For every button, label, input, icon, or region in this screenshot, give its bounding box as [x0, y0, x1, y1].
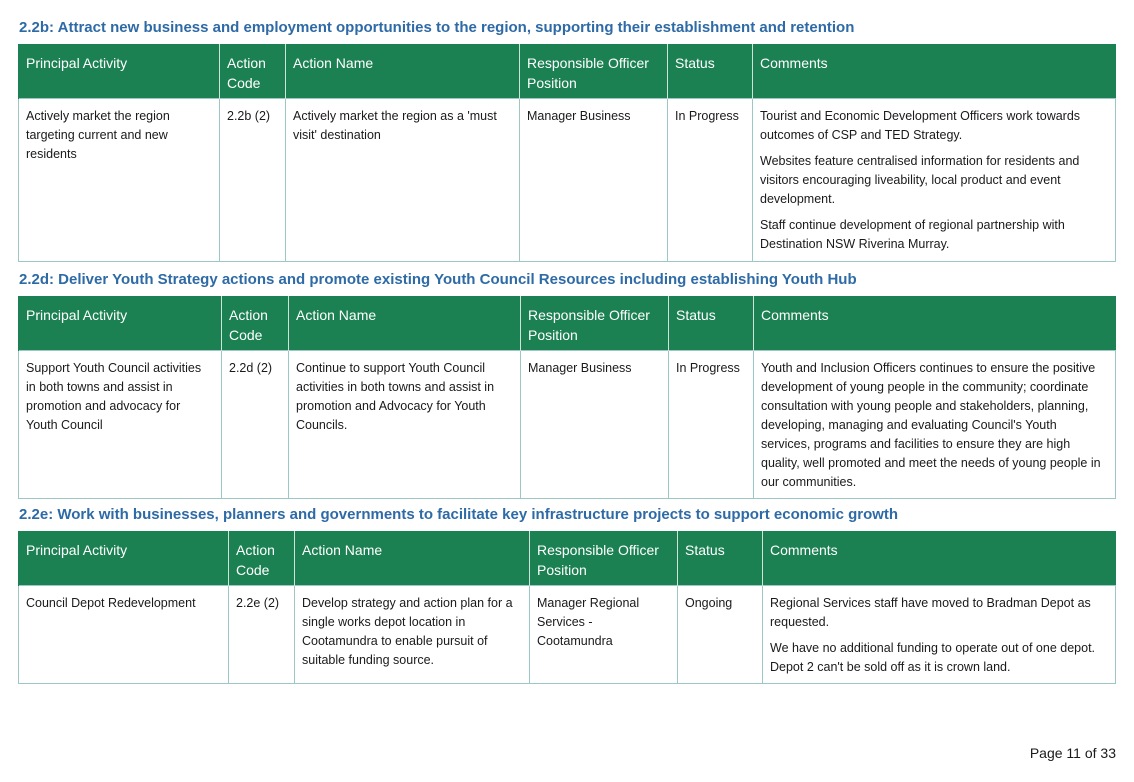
officer-cell: Manager Business — [519, 98, 668, 262]
status-cell: In Progress — [667, 98, 753, 262]
action-table: Principal Activity Action Code Action Na… — [18, 44, 1116, 262]
comments-cell: Tourist and Economic Development Officer… — [752, 98, 1116, 262]
header-comments: Comments — [752, 44, 1116, 99]
header-principal-activity: Principal Activity — [18, 531, 229, 586]
section-2-2e: 2.2e: Work with businesses, planners and… — [18, 505, 1116, 684]
page-number: Page 11 of 33 — [1029, 745, 1116, 761]
table-header-row: Principal Activity Action Code Action Na… — [18, 531, 1116, 586]
header-comments: Comments — [762, 531, 1116, 586]
section-title: 2.2b: Attract new business and employmen… — [19, 19, 855, 36]
action-name-cell: Actively market the region as a 'must vi… — [285, 98, 520, 262]
section-2-2d: 2.2d: Deliver Youth Strategy actions and… — [18, 270, 1116, 499]
header-responsible-officer: Responsible Officer Position — [520, 296, 669, 351]
action-name-cell: Continue to support Youth Council activi… — [288, 350, 521, 499]
header-comments: Comments — [753, 296, 1116, 351]
section-title: 2.2e: Work with businesses, planners and… — [19, 506, 899, 523]
status-cell: In Progress — [668, 350, 754, 499]
comment-paragraph: Websites feature centralised information… — [760, 154, 1080, 206]
header-status: Status — [668, 296, 754, 351]
header-status: Status — [667, 44, 753, 99]
action-code-cell: 2.2d (2) — [221, 350, 289, 499]
section-title: 2.2d: Deliver Youth Strategy actions and… — [19, 271, 857, 288]
principal-activity-cell: Support Youth Council activities in both… — [18, 350, 222, 499]
header-action-name: Action Name — [294, 531, 530, 586]
action-code-cell: 2.2b (2) — [219, 98, 286, 262]
comment-paragraph: Youth and Inclusion Officers continues t… — [761, 361, 1101, 489]
comment-paragraph: We have no additional funding to operate… — [770, 641, 1096, 674]
officer-cell: Manager Regional Services - Cootamundra — [529, 585, 678, 684]
section-2-2b: 2.2b: Attract new business and employmen… — [18, 18, 1116, 262]
comment-paragraph: Regional Services staff have moved to Br… — [770, 596, 1091, 629]
table-header-row: Principal Activity Action Code Action Na… — [18, 296, 1116, 351]
header-action-code: Action Code — [219, 44, 286, 99]
action-table: Principal Activity Action Code Action Na… — [18, 531, 1116, 684]
table-header-row: Principal Activity Action Code Action Na… — [18, 44, 1116, 99]
comments-cell: Regional Services staff have moved to Br… — [762, 585, 1116, 684]
comments-cell: Youth and Inclusion Officers continues t… — [753, 350, 1116, 499]
comment-paragraph: Tourist and Economic Development Officer… — [760, 109, 1081, 142]
status-cell: Ongoing — [677, 585, 763, 684]
header-action-name: Action Name — [285, 44, 520, 99]
header-principal-activity: Principal Activity — [18, 44, 220, 99]
header-action-code: Action Code — [221, 296, 289, 351]
action-code-cell: 2.2e (2) — [228, 585, 295, 684]
header-action-name: Action Name — [288, 296, 521, 351]
table-row: Actively market the region targeting cur… — [18, 98, 1116, 262]
header-responsible-officer: Responsible Officer Position — [519, 44, 668, 99]
action-table: Principal Activity Action Code Action Na… — [18, 296, 1116, 499]
table-row: Council Depot Redevelopment 2.2e (2) Dev… — [18, 585, 1116, 684]
table-row: Support Youth Council activities in both… — [18, 350, 1116, 499]
header-principal-activity: Principal Activity — [18, 296, 222, 351]
principal-activity-cell: Council Depot Redevelopment — [18, 585, 229, 684]
officer-cell: Manager Business — [520, 350, 669, 499]
comment-paragraph: Staff continue development of regional p… — [760, 218, 1065, 251]
principal-activity-cell: Actively market the region targeting cur… — [18, 98, 220, 262]
header-status: Status — [677, 531, 763, 586]
header-responsible-officer: Responsible Officer Position — [529, 531, 678, 586]
header-action-code: Action Code — [228, 531, 295, 586]
action-name-cell: Develop strategy and action plan for a s… — [294, 585, 530, 684]
